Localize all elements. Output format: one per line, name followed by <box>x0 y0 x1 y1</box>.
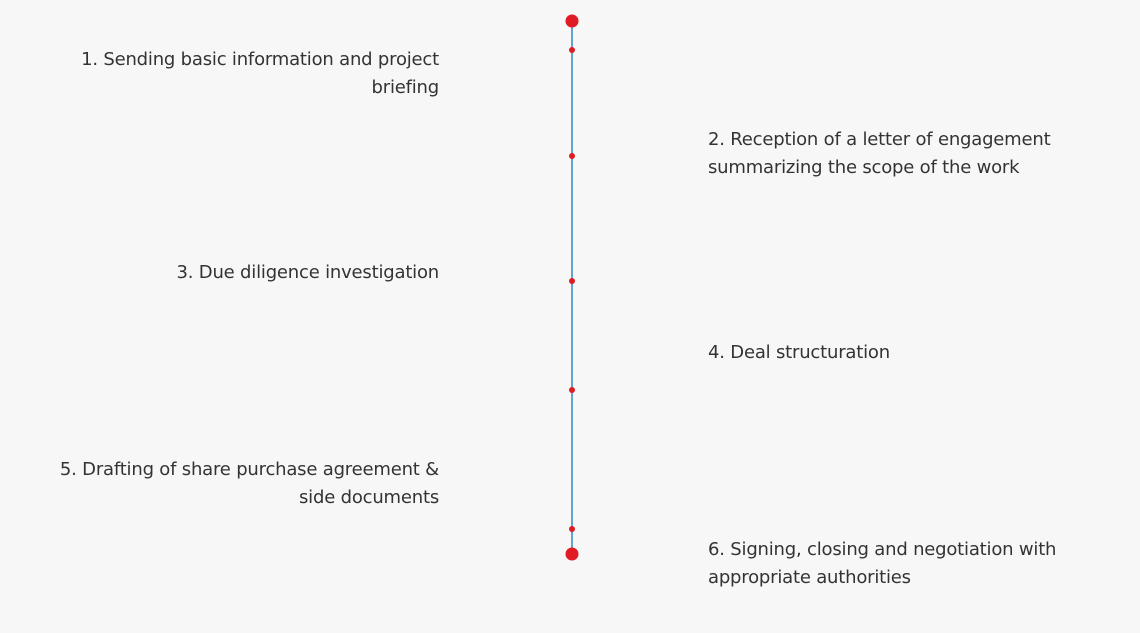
timeline-start-dot <box>565 14 579 28</box>
timeline-node-step-5 <box>569 526 575 532</box>
timeline-axis-line <box>571 20 573 554</box>
step-5-label: 5. Drafting of share purchase agreement … <box>59 459 439 508</box>
step-6-label: 6. Signing, closing and negotiation with… <box>708 539 1057 588</box>
timeline-end-dot <box>565 547 579 561</box>
timeline-node-step-2 <box>569 153 575 159</box>
timeline-node-step-4 <box>569 387 575 393</box>
step-3-label: 3. Due diligence investigation <box>176 262 440 283</box>
step-4-label: 4. Deal structuration <box>708 342 890 363</box>
timeline-node-step-3 <box>569 278 575 284</box>
step-2-label: 2. Reception of a letter of engagement s… <box>708 129 1051 178</box>
step-1-label: 1. Sending basic information and project… <box>81 49 439 98</box>
timeline-node-step-1 <box>569 47 575 53</box>
